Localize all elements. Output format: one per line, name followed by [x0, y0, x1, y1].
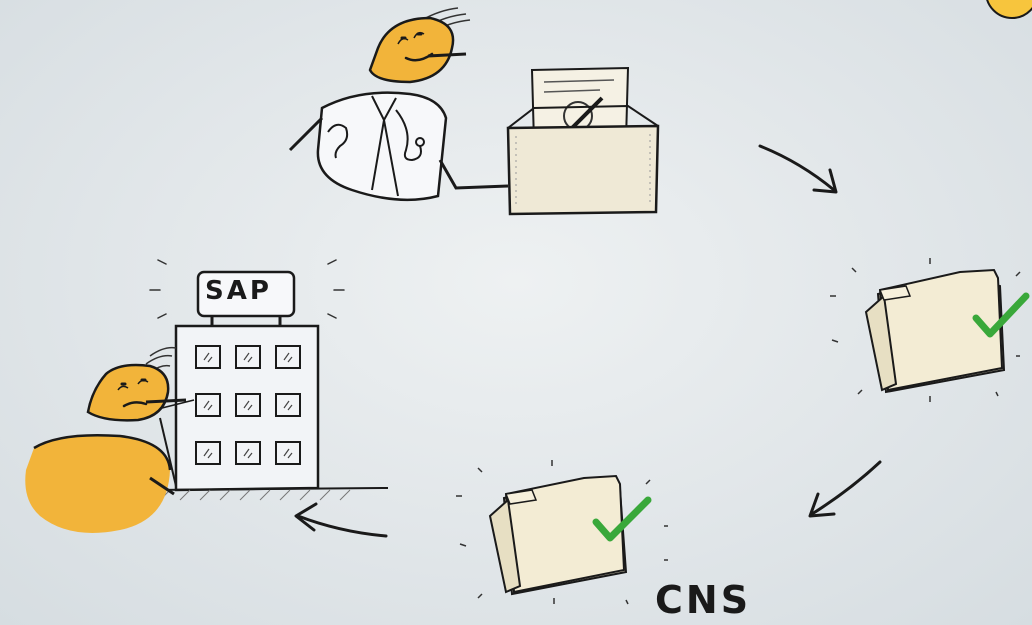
- cns-label: CNS: [655, 578, 752, 622]
- arrow-icon: [758, 144, 838, 194]
- office-building-icon: [149, 259, 389, 501]
- arrow-icon: [294, 502, 388, 538]
- sap-sign-label: SAP: [205, 276, 272, 306]
- doctor-icon: [288, 7, 509, 202]
- folder-checked-icon: [456, 460, 668, 605]
- folder-checked-icon: [830, 258, 1030, 402]
- sun-icon: [986, 0, 1032, 19]
- arrow-icon: [808, 460, 882, 518]
- person-icon: [25, 346, 195, 533]
- document-box-icon: [506, 66, 660, 216]
